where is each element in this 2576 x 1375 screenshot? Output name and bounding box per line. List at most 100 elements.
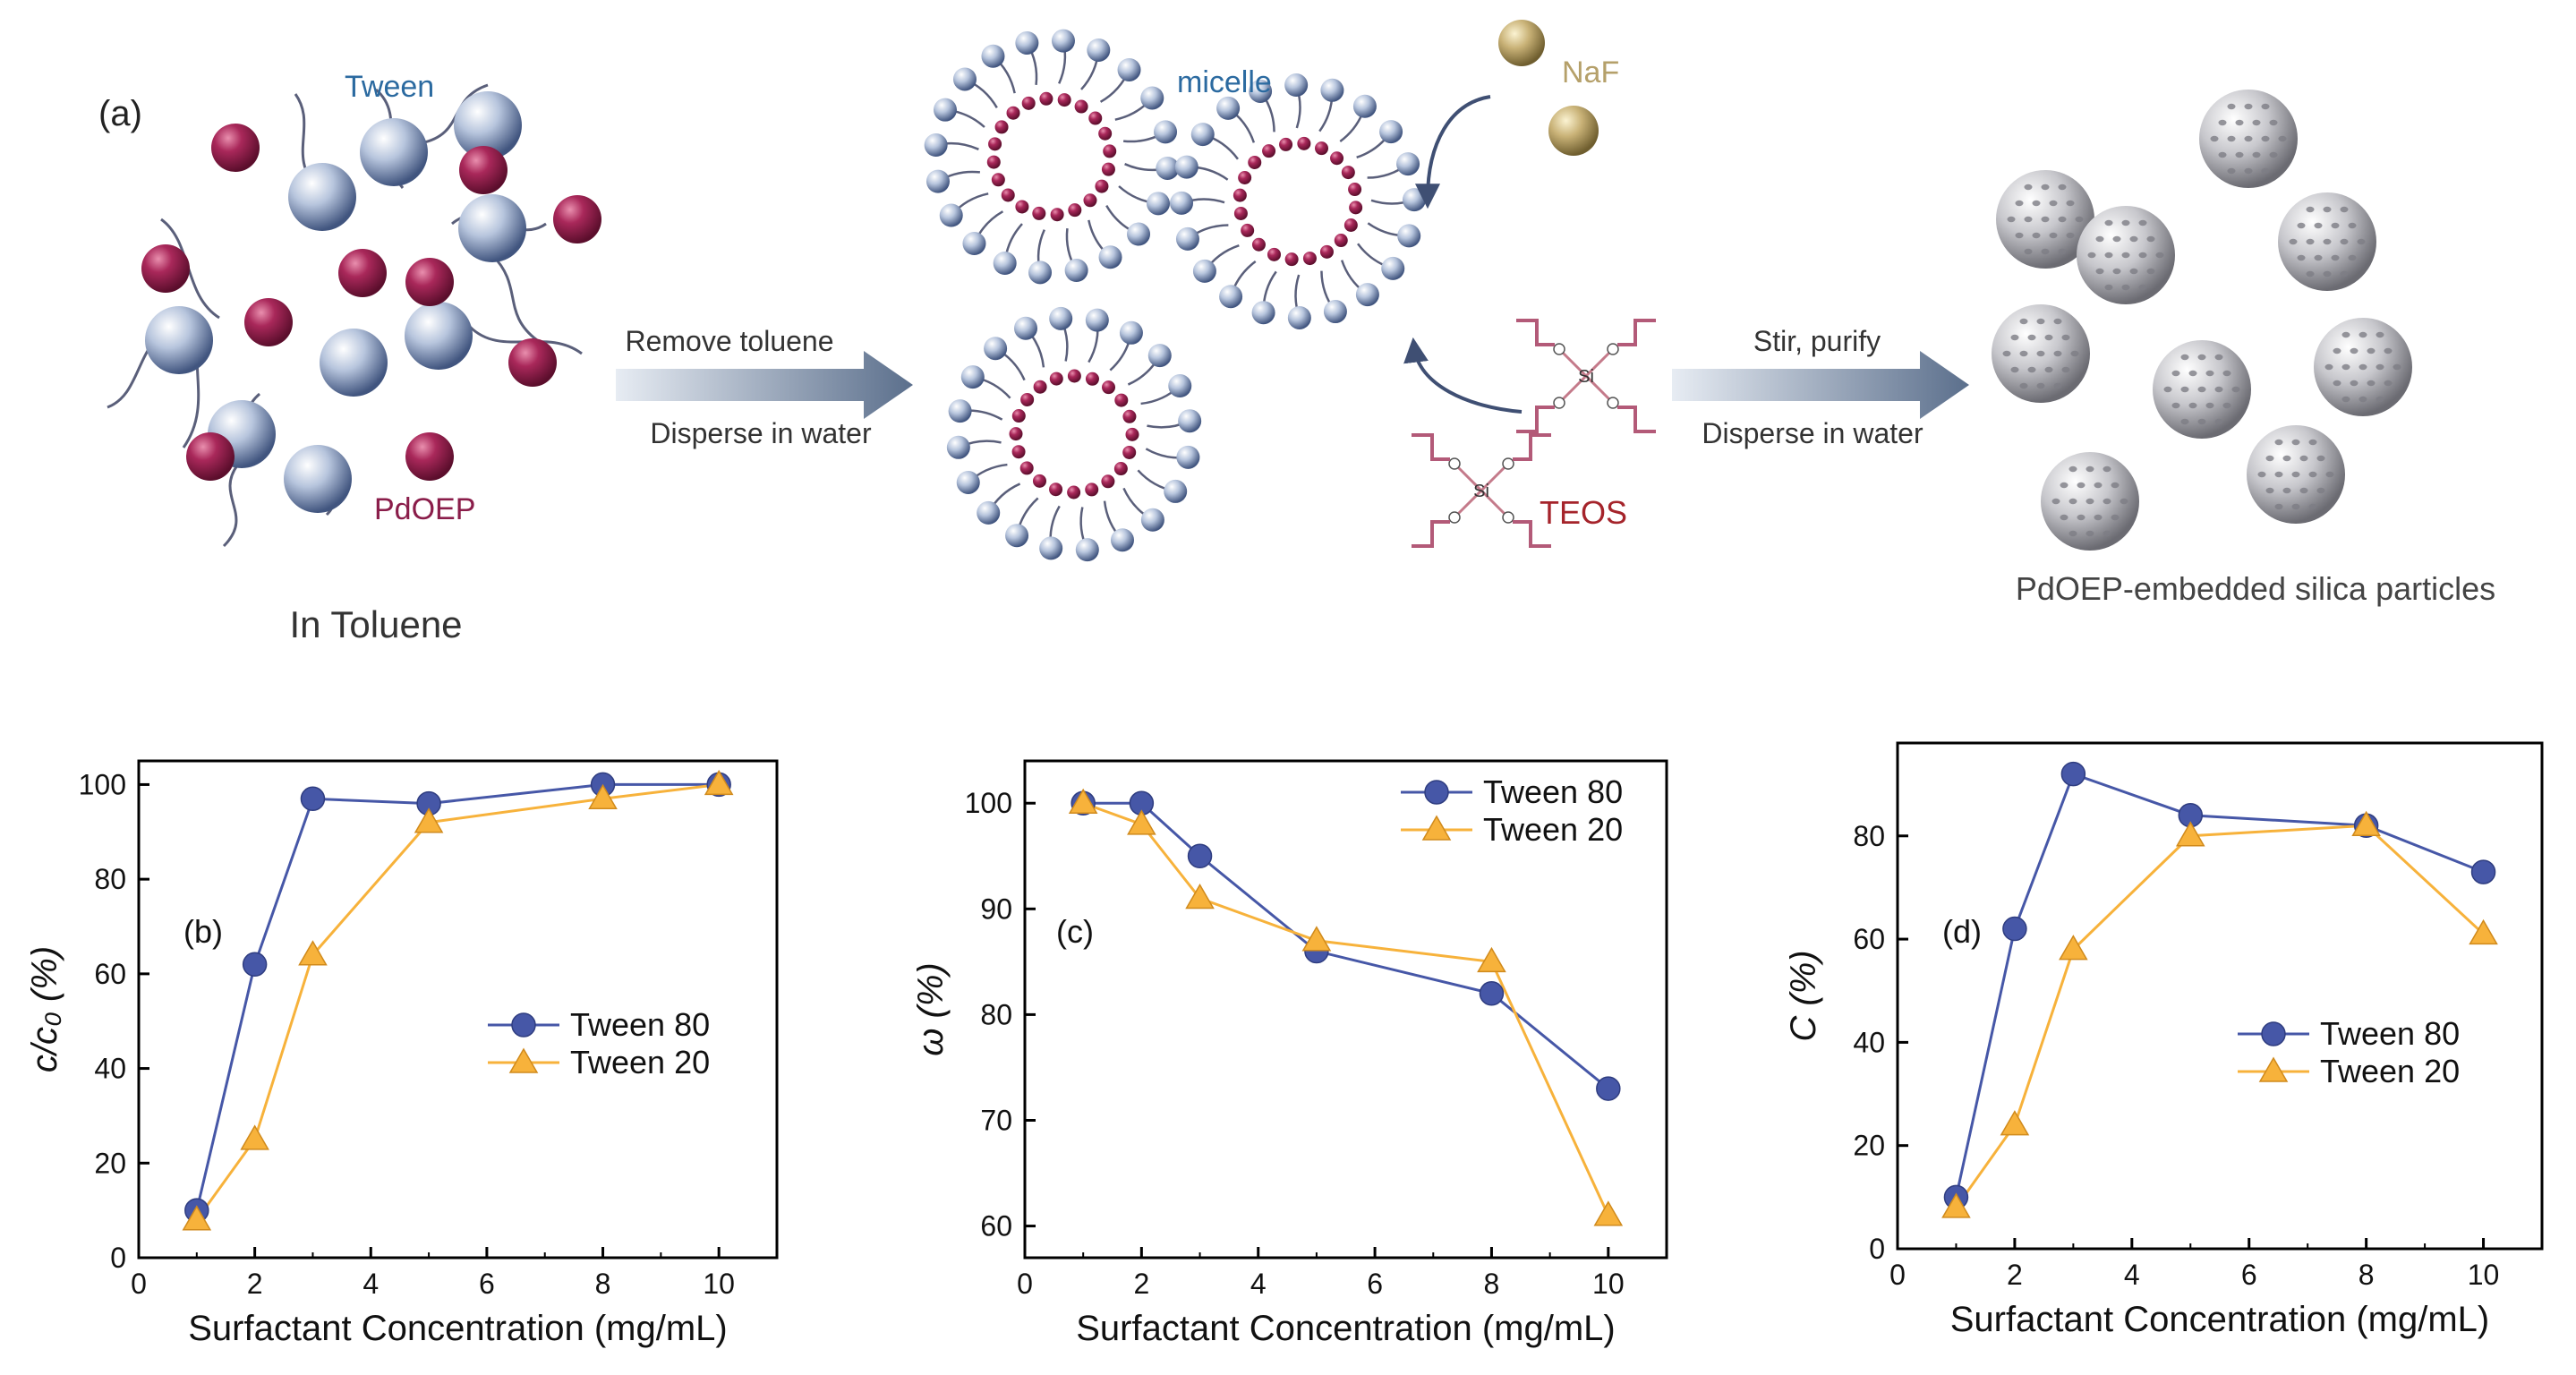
- data-point-triangle: [2000, 1110, 2030, 1136]
- panel-label: (c): [1056, 913, 1094, 950]
- data-point-circle: [300, 786, 326, 812]
- naf-spheres: [1498, 20, 1599, 156]
- data-point-triangle: [1941, 1192, 1971, 1218]
- data-point-circle: [1187, 843, 1213, 869]
- y-tick-label: 60: [980, 1210, 1012, 1243]
- x-tick-label: 0: [1017, 1268, 1033, 1300]
- arrow-remove-toluene: [616, 351, 913, 419]
- y-tick-label: 70: [980, 1104, 1012, 1136]
- plot-frame: [1896, 741, 2544, 1251]
- data-point-triangle: [1127, 809, 1156, 835]
- arrow-stir-purify: [1672, 351, 1969, 419]
- arrow2-bottom-label: Disperse in water: [1702, 417, 1923, 449]
- x-tick-label: 6: [1367, 1268, 1383, 1300]
- y-tick-label: 80: [94, 863, 126, 895]
- x-tick-label: 4: [2124, 1259, 2140, 1291]
- toluene-mixture: [107, 83, 601, 548]
- y-tick-label: 100: [965, 787, 1012, 819]
- data-point-triangle: [240, 1124, 269, 1150]
- data-point-triangle: [182, 1205, 212, 1231]
- y-tick-label: 0: [110, 1242, 126, 1274]
- data-point-triangle: [414, 807, 444, 833]
- silica-particles: [1992, 90, 2412, 551]
- y-tick-label: 20: [1853, 1130, 1885, 1162]
- in-toluene-label: In Toluene: [289, 603, 462, 645]
- tween-label: Tween: [345, 70, 434, 104]
- x-tick-label: 10: [703, 1268, 735, 1300]
- data-point-triangle: [298, 940, 328, 966]
- x-tick-label: 2: [247, 1268, 263, 1300]
- data-point-triangle: [1301, 926, 1332, 952]
- data-point-triangle: [1477, 946, 1506, 973]
- x-tick-label: 8: [1484, 1268, 1500, 1300]
- x-tick-label: 8: [2358, 1259, 2375, 1291]
- y-axis-label: c/c₀ (%): [25, 946, 64, 1072]
- data-point-triangle: [1185, 884, 1215, 910]
- teos-label: TEOS: [1540, 494, 1627, 531]
- synthesis-scheme: (a) Tween PdOEP In Toluene Remove toluen…: [98, 20, 2495, 645]
- series-line-0: [1954, 772, 2485, 1198]
- x-tick-label: 8: [595, 1268, 611, 1300]
- pdoep-label: PdOEP: [374, 492, 475, 526]
- legend-marker-circle: [2261, 1021, 2286, 1046]
- x-axis-label: Surfactant Concentration (mg/mL): [1076, 1309, 1615, 1348]
- legend-label: Tween 20: [2320, 1053, 2460, 1089]
- legend-marker-circle: [1424, 780, 1449, 805]
- plot-frame: [137, 759, 779, 1260]
- data-point-circle: [1479, 981, 1505, 1006]
- x-tick-label: 6: [2241, 1259, 2257, 1291]
- y-tick-label: 40: [94, 1053, 126, 1085]
- y-tick-label: 90: [980, 892, 1012, 925]
- arrow2-top-label: Stir, purify: [1753, 325, 1881, 357]
- svg-text:Si: Si: [1578, 367, 1594, 387]
- data-point-circle: [242, 952, 268, 978]
- x-tick-label: 2: [2007, 1259, 2023, 1291]
- y-tick-label: 20: [94, 1147, 126, 1179]
- plot-frame: [1023, 759, 1668, 1260]
- y-axis-label: ω (%): [911, 962, 951, 1055]
- y-axis-label: C (%): [1784, 950, 1823, 1041]
- y-tick-label: 100: [79, 768, 126, 800]
- legend-marker-triangle: [508, 1047, 539, 1073]
- svg-text:Si: Si: [1473, 482, 1489, 501]
- teos-curve-arrow: [1403, 337, 1523, 414]
- y-tick-label: 40: [1853, 1026, 1885, 1058]
- x-tick-label: 4: [1250, 1268, 1267, 1300]
- panel-label-a: (a): [98, 94, 142, 133]
- legend-label: Tween 80: [570, 1006, 710, 1043]
- data-point-circle: [2060, 761, 2086, 787]
- x-tick-label: 0: [1889, 1259, 1906, 1291]
- series-line-1: [1082, 801, 1610, 1217]
- legend-marker-triangle: [2258, 1056, 2289, 1082]
- data-point-triangle: [2175, 821, 2205, 847]
- data-point-triangle: [2059, 935, 2088, 961]
- x-tick-label: 4: [363, 1268, 379, 1300]
- x-axis-label: Surfactant Concentration (mg/mL): [188, 1309, 727, 1348]
- x-tick-label: 10: [1592, 1268, 1625, 1300]
- data-point-circle: [1596, 1076, 1621, 1101]
- data-point-triangle: [1068, 788, 1098, 814]
- y-tick-label: 0: [1869, 1233, 1885, 1265]
- y-tick-label: 80: [1853, 820, 1885, 852]
- y-tick-label: 60: [1853, 923, 1885, 955]
- naf-label: NaF: [1562, 56, 1619, 90]
- x-tick-label: 10: [2468, 1259, 2500, 1291]
- data-point-triangle: [2351, 810, 2381, 836]
- y-tick-label: 60: [94, 958, 126, 990]
- data-point-triangle: [1593, 1200, 1624, 1226]
- x-tick-label: 6: [479, 1268, 495, 1300]
- x-tick-label: 0: [131, 1268, 147, 1300]
- data-point-circle: [2002, 916, 2027, 942]
- legend-label: Tween 20: [570, 1044, 710, 1080]
- data-point-triangle: [704, 769, 734, 796]
- legend-marker-circle: [511, 1012, 536, 1038]
- legend-label: Tween 80: [2320, 1015, 2460, 1052]
- data-point-triangle: [588, 783, 618, 810]
- series-line-0: [195, 782, 720, 1211]
- legend-marker-triangle: [1421, 815, 1452, 841]
- micelles: [924, 29, 1426, 562]
